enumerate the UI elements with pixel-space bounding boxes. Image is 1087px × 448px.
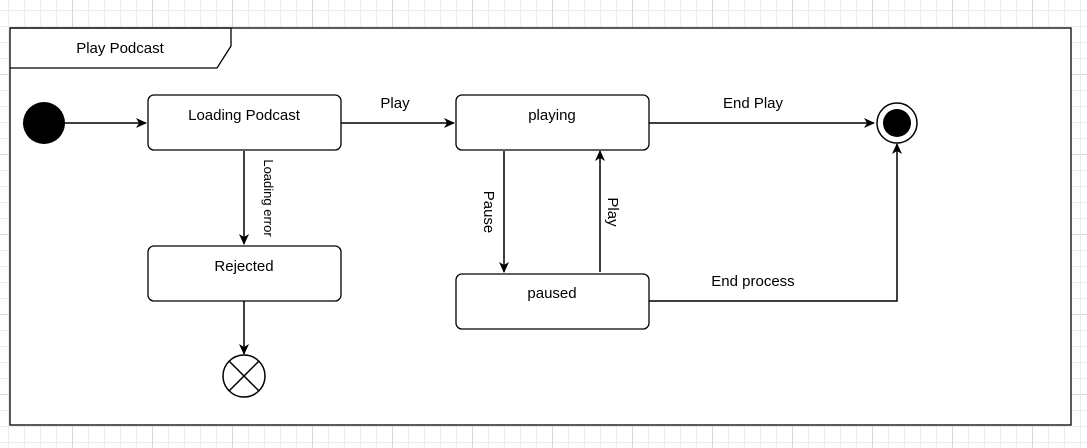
state-loading-podcast[interactable]: Loading Podcast (147, 94, 342, 151)
state-box[interactable] (455, 273, 650, 330)
state-box[interactable] (147, 94, 342, 151)
terminate-cross-b (228, 360, 260, 392)
state-rejected[interactable]: Rejected (147, 245, 342, 302)
transition-label-end-play: End Play (723, 95, 784, 112)
final-state-inner-dot (883, 109, 911, 137)
state-paused[interactable]: paused (455, 273, 650, 330)
state-box[interactable] (455, 94, 650, 151)
frame-border (9, 27, 1072, 426)
state-label: Rejected (214, 258, 273, 275)
state-box[interactable] (147, 245, 342, 302)
edge-paused-to-final[interactable] (649, 143, 902, 302)
edges (65, 118, 902, 355)
transition-label-pause: Pause (480, 191, 497, 234)
transition-label-play-return: Play (604, 197, 621, 227)
terminate-state[interactable] (222, 354, 266, 398)
state-label: playing (528, 107, 576, 124)
frame: Play Podcast (9, 27, 1072, 426)
initial-state[interactable] (23, 102, 65, 144)
transition-label-loading-error: Loading error (261, 159, 276, 237)
final-state[interactable] (876, 102, 918, 144)
transition-label-end-process: End process (711, 273, 794, 290)
transition-label-play: Play (380, 95, 410, 112)
frame-title: Play Podcast (76, 40, 164, 57)
frame-title-tab (10, 27, 232, 69)
state-label: paused (527, 285, 576, 302)
state-label: Loading Podcast (188, 107, 301, 124)
state-playing[interactable]: playing (455, 94, 650, 151)
